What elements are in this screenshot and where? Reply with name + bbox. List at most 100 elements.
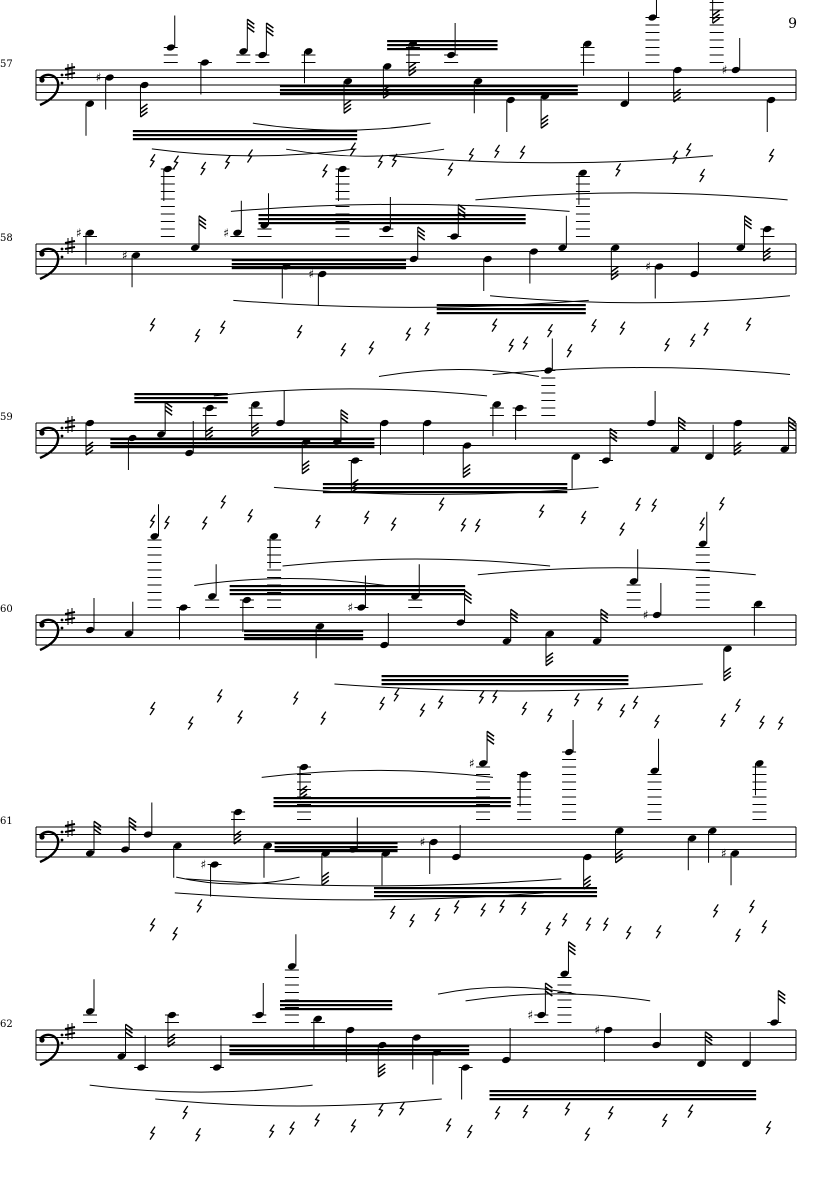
note-head — [233, 229, 242, 236]
rest-icon — [453, 900, 460, 914]
system-58: 58♯♯♯♯♯ — [0, 165, 797, 358]
sharp-icon — [64, 820, 76, 837]
bass-clef-icon — [39, 247, 64, 281]
rest-icon — [424, 321, 431, 336]
note-head — [140, 81, 149, 89]
sharp-icon: ♯ — [76, 226, 82, 240]
slurs — [213, 367, 791, 495]
slurs — [151, 122, 714, 164]
rest-icon — [172, 926, 179, 941]
rest-icon — [761, 919, 768, 934]
note-head — [492, 401, 502, 408]
system-60: 60♯♯ — [0, 504, 797, 731]
rest-icon — [672, 150, 679, 165]
note-head — [85, 1008, 95, 1015]
rest-icon — [494, 144, 501, 159]
system-61: 61♯♯♯♯ — [0, 720, 797, 943]
bass-clef-icon — [39, 426, 64, 460]
rest-icon — [182, 1105, 189, 1120]
note-head — [313, 1015, 322, 1022]
rest-icon — [405, 327, 412, 342]
note-head — [734, 419, 743, 427]
beams — [110, 393, 568, 494]
rest-icon — [314, 514, 321, 529]
rest-icon — [194, 1127, 202, 1142]
rest-icon — [585, 917, 592, 931]
rest-icon — [200, 161, 207, 176]
rest-icon — [220, 495, 227, 509]
sharp-icon: ♯ — [643, 608, 649, 622]
rest-icon — [538, 504, 545, 518]
note-head — [583, 853, 592, 861]
system-57: 57♯♯♯ — [0, 0, 797, 183]
rest-icon — [468, 147, 475, 162]
sharp-icon: ♯ — [721, 846, 727, 860]
note-head — [780, 446, 789, 453]
rest-icon — [625, 925, 632, 940]
rest-icon — [584, 1127, 591, 1142]
slurs — [89, 986, 651, 1107]
note-head — [615, 827, 624, 834]
rest-icon — [720, 713, 727, 728]
slurs — [194, 558, 756, 692]
rest-icon — [745, 317, 752, 332]
rest-icon — [597, 697, 604, 711]
note-head — [409, 255, 418, 263]
rest-icon — [777, 716, 784, 731]
rest-icon — [564, 1102, 571, 1116]
rest-icon — [196, 899, 203, 913]
rest-icon — [619, 703, 626, 718]
sharp-icon: ♯ — [223, 226, 229, 240]
note-head — [655, 263, 664, 270]
rest-icon — [149, 514, 156, 529]
note-head — [121, 846, 130, 853]
staff — [35, 1029, 797, 1061]
note-head — [698, 540, 707, 547]
rest-icon — [314, 1113, 321, 1127]
note-head — [560, 970, 569, 977]
rest-icon — [590, 318, 597, 333]
notes — [85, 338, 797, 494]
rests — [149, 1101, 772, 1142]
note-head — [143, 831, 152, 838]
note-head — [736, 244, 745, 251]
note-head — [304, 48, 313, 55]
sharp-icon: ♯ — [420, 835, 426, 849]
rest-icon — [573, 692, 580, 707]
rest-icon — [758, 715, 765, 730]
beams — [229, 585, 629, 686]
rests — [149, 495, 725, 537]
rest-icon — [635, 497, 642, 512]
note-head — [708, 827, 717, 834]
note-head — [190, 244, 200, 251]
rest-icon — [389, 905, 396, 920]
sharp-icon: ♯ — [201, 858, 207, 872]
sharp-icon — [64, 1023, 76, 1040]
rest-icon — [499, 899, 506, 914]
notes: ♯♯♯♯ — [85, 720, 767, 897]
rest-icon — [149, 701, 156, 716]
rest-icon — [288, 1121, 296, 1135]
note-head — [650, 767, 659, 774]
page-number: 9 — [788, 16, 797, 32]
rest-icon — [460, 518, 467, 532]
sharp-icon: ♯ — [594, 1023, 600, 1037]
rest-icon — [664, 337, 671, 352]
rest-icon — [520, 901, 527, 916]
rest-icon — [368, 341, 375, 355]
staff — [35, 243, 797, 275]
rest-icon — [321, 164, 329, 178]
note-head — [157, 431, 166, 438]
note-head — [117, 1053, 126, 1060]
note-head — [263, 842, 273, 849]
note-head — [572, 453, 581, 460]
rest-icon — [734, 928, 741, 943]
note-head — [767, 96, 776, 104]
rest-icon — [480, 903, 487, 917]
staff — [35, 69, 797, 101]
rest-icon — [491, 318, 498, 333]
rest-icon — [703, 322, 710, 336]
sharp-icon: ♯ — [308, 267, 314, 281]
rest-icon — [522, 1104, 529, 1119]
bass-clef-icon — [39, 1033, 64, 1067]
